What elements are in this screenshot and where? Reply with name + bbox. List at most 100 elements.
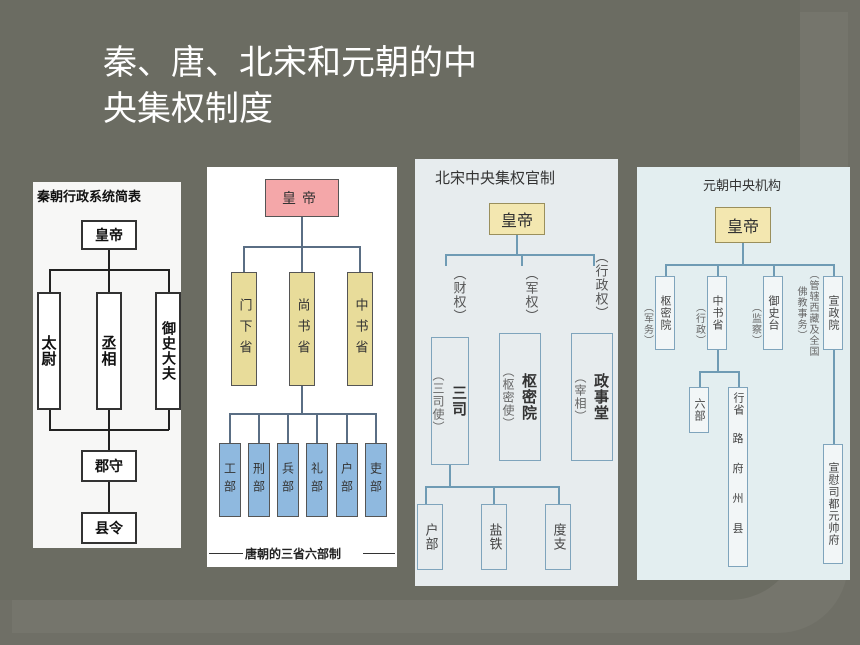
yuan-xuanwei: 宣慰司都元帅府 xyxy=(823,444,843,564)
yuan-line xyxy=(773,264,775,276)
title-line-2: 央集权制度 xyxy=(103,89,273,129)
yuan-zhongshu-note: （行政） xyxy=(693,302,705,346)
qin-diagram: 秦朝行政系统简表 皇帝 太尉 丞相 御史大夫 郡守 县令 xyxy=(33,182,181,548)
yuan-yushi-note: （监察） xyxy=(749,302,761,346)
qin-line xyxy=(49,410,51,430)
song-shumi-sub: （枢密使） xyxy=(501,364,515,430)
qin-taiwei: 太尉 xyxy=(37,292,61,410)
song-hubu: 户部 xyxy=(417,504,443,570)
yuan-xingsheng: 行省 xyxy=(732,392,745,416)
tang-li-rites: 礼部 xyxy=(306,443,328,517)
song-adm-note: （行政权） xyxy=(592,250,608,320)
song-caption: 北宋中央集权官制 xyxy=(435,169,556,187)
yuan-lu: 路 xyxy=(732,432,744,445)
yuan-line xyxy=(699,371,701,387)
yuan-fu: 府 xyxy=(732,462,744,475)
yuan-emperor: 皇帝 xyxy=(715,207,771,243)
song-line xyxy=(445,254,447,266)
song-zhengshi-label: 政事堂 xyxy=(592,373,610,421)
song-shumi-label: 枢密院 xyxy=(520,373,538,421)
song-line xyxy=(445,254,593,256)
yuan-caption: 元朝中央机构 xyxy=(703,179,782,194)
song-line xyxy=(558,486,560,504)
qin-line xyxy=(168,410,170,430)
yuan-line xyxy=(665,264,833,266)
yuan-shumi: 枢密院 xyxy=(655,276,675,350)
yuan-line xyxy=(699,371,739,373)
title-line-1: 秦、唐、北宋和元朝的中 xyxy=(103,43,477,83)
yuan-xian: 县 xyxy=(732,522,744,535)
tang-line xyxy=(346,413,348,443)
yuan-line xyxy=(717,264,719,276)
qin-line xyxy=(49,429,169,431)
tang-line xyxy=(229,413,377,415)
yuan-line xyxy=(717,350,719,372)
song-diagram: 北宋中央集权官制 皇帝 （财权） （军权） （行政权） 三司 （三司使） 枢密院… xyxy=(415,159,618,586)
tang-emperor: 皇帝 xyxy=(265,179,339,217)
song-zhengshi: 政事堂 （宰相） xyxy=(571,333,613,461)
tang-hu: 户部 xyxy=(336,443,358,517)
qin-line xyxy=(49,269,51,294)
tang-menxia: 门下省 xyxy=(231,272,257,386)
tang-line xyxy=(316,413,318,443)
qin-line xyxy=(108,250,110,270)
song-sansi-sub: （三司使） xyxy=(431,368,445,434)
yuan-liubu: 六部 xyxy=(689,387,709,433)
yuan-zhou: 州 xyxy=(732,492,744,505)
song-line xyxy=(425,486,559,488)
song-line xyxy=(516,235,518,255)
tang-zhongshu: 中书省 xyxy=(347,272,373,386)
tang-xing: 刑部 xyxy=(248,443,270,517)
qin-chengxiang: 丞相 xyxy=(96,292,122,410)
song-shumi: 枢密院 （枢密使） xyxy=(499,333,541,461)
song-sansi: 三司 （三司使） xyxy=(431,337,469,465)
tang-shangshu: 尚书省 xyxy=(289,272,315,386)
tang-line xyxy=(287,413,289,443)
qin-emperor: 皇帝 xyxy=(81,220,137,250)
song-line xyxy=(449,465,451,487)
tang-caption-rule xyxy=(209,553,243,554)
song-yantie: 盐铁 xyxy=(481,504,507,570)
qin-xianling: 县令 xyxy=(81,512,137,544)
song-sansi-label: 三司 xyxy=(450,385,468,417)
slide-title: 秦、唐、北宋和元朝的中 央集权制度 xyxy=(103,40,563,132)
yuan-line xyxy=(742,243,744,265)
song-line xyxy=(593,254,595,266)
qin-line xyxy=(108,482,110,512)
yuan-xingsheng-chain: 行省 路 府 州 县 xyxy=(728,387,748,567)
tang-bing: 兵部 xyxy=(277,443,299,517)
song-zhengshi-sub: （宰相） xyxy=(573,371,587,423)
yuan-zhongshu: 中书省 xyxy=(707,276,727,350)
tang-line xyxy=(301,386,303,414)
song-line xyxy=(493,486,495,504)
yuan-line xyxy=(738,371,740,387)
qin-junshou: 郡守 xyxy=(81,450,137,482)
yuan-xuanzheng-note: （管辖西藏及全国佛教事务） xyxy=(795,269,818,357)
song-fin-note: （财权） xyxy=(450,267,466,323)
tang-line xyxy=(243,246,245,272)
yuan-line xyxy=(833,350,835,444)
qin-caption: 秦朝行政系统简表 xyxy=(37,190,142,205)
tang-line xyxy=(375,413,377,443)
qin-yushi: 御史大夫 xyxy=(155,292,181,410)
tang-line xyxy=(229,413,231,443)
qin-line xyxy=(108,269,110,294)
tang-li-personnel: 吏部 xyxy=(365,443,387,517)
song-mil-note: （军权） xyxy=(522,267,538,323)
tang-line xyxy=(301,246,303,272)
tang-caption: 唐朝的三省六部制 xyxy=(245,547,342,561)
song-duzhi: 度支 xyxy=(545,504,571,570)
yuan-line xyxy=(665,264,667,276)
tang-gong: 工部 xyxy=(219,443,241,517)
yuan-line xyxy=(833,264,835,276)
yuan-diagram: 元朝中央机构 皇帝 枢密院 （军务） 中书省 （行政） 御史台 （监察） 宣政院… xyxy=(637,167,850,580)
song-line xyxy=(521,254,523,266)
yuan-yushi: 御史台 xyxy=(763,276,783,350)
yuan-xuanzheng: 宣政院 xyxy=(823,276,843,350)
song-emperor: 皇帝 xyxy=(489,203,545,235)
tang-line xyxy=(359,246,361,272)
tang-caption-rule xyxy=(363,553,395,554)
yuan-shumi-note: （军务） xyxy=(641,302,653,346)
qin-line xyxy=(168,269,170,294)
song-line xyxy=(425,486,427,504)
